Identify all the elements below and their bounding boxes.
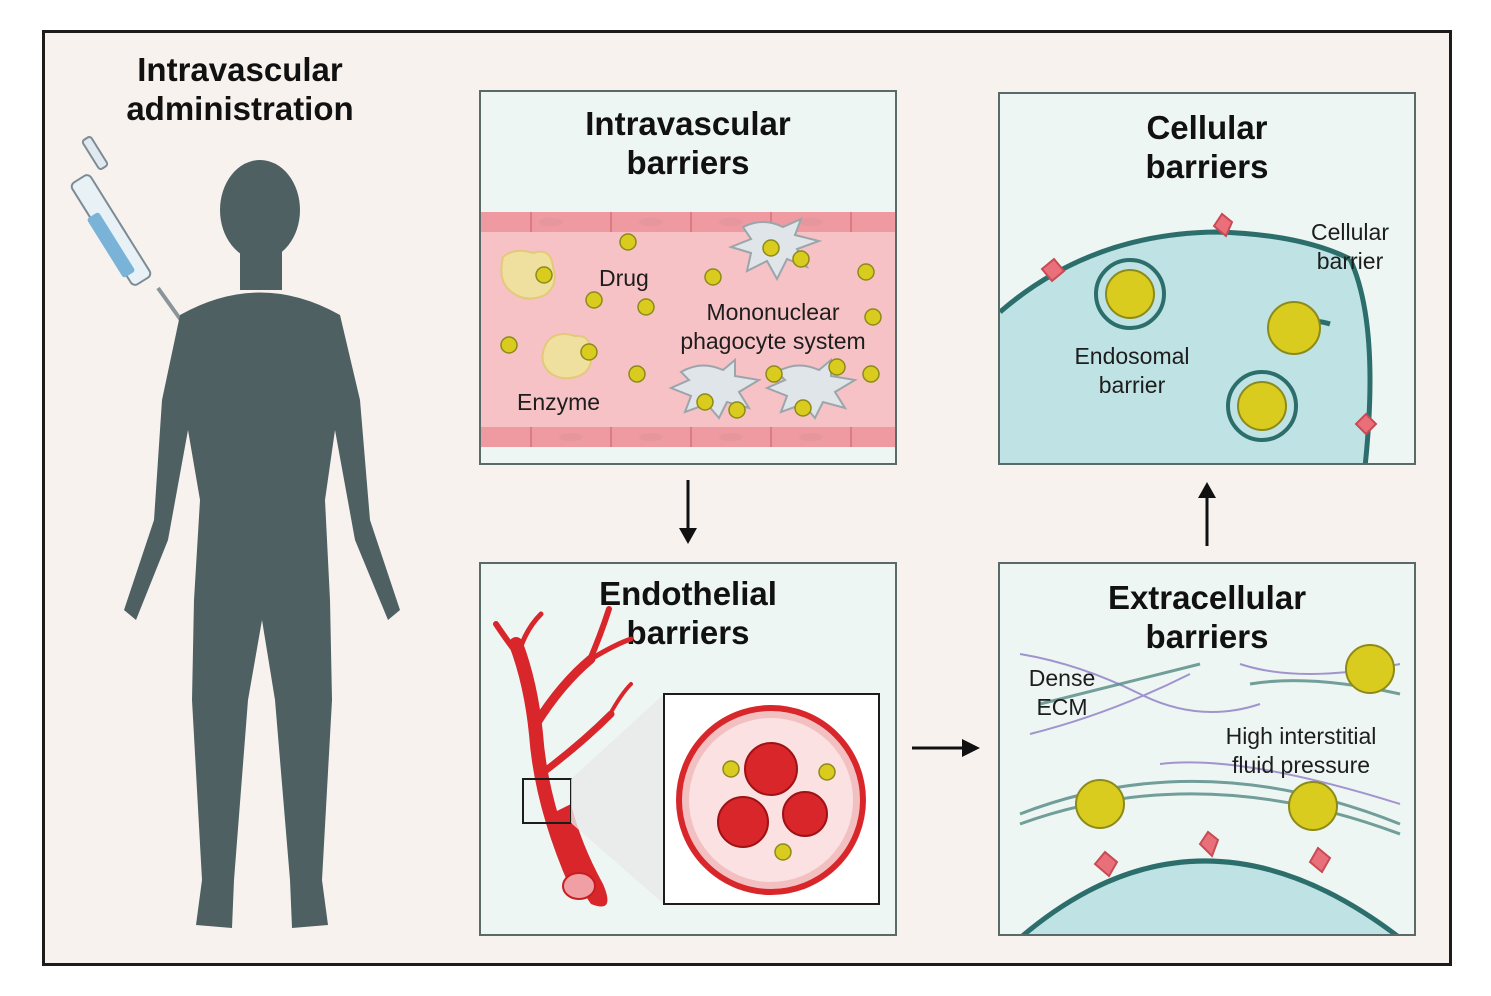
- panel-cellular-barriers: Cellular barriers Cellular barrier Endos…: [998, 92, 1416, 465]
- cell-membrane-illustration: [1000, 212, 1378, 463]
- mononuclear-phagocyte-label: Mononuclear phagocyte system: [680, 299, 866, 354]
- capillary-illustration: [493, 606, 880, 907]
- administration-title: Intravascular administration: [126, 51, 354, 127]
- human-body-shape: [124, 160, 400, 928]
- arrow-up-icon: [1198, 482, 1216, 546]
- panel-extracellular-barriers: Extracellular barriers Dense ECM High in…: [998, 562, 1416, 936]
- drug-label: Drug: [599, 265, 649, 291]
- extracellular-matrix-illustration: [1019, 644, 1401, 934]
- arrow-down-icon: [679, 480, 697, 544]
- panel-extracellular-title: Extracellular barriers: [1107, 579, 1307, 655]
- arrow-right-icon: [912, 739, 980, 757]
- syringe-icon: [70, 136, 190, 332]
- panel-intravascular-barriers: Intravascular barriers: [479, 90, 897, 465]
- interstitial-pressure-label: High interstitial fluid pressure: [1225, 723, 1377, 778]
- endosomal-barrier-label: Endosomal barrier: [1074, 343, 1190, 398]
- enzyme-label: Enzyme: [517, 389, 601, 415]
- blood-vessel-illustration: [481, 212, 895, 447]
- panel-intravascular-title: Intravascular barriers: [585, 105, 791, 181]
- panel-endothelial-barriers: Endothelial barriers: [479, 562, 897, 936]
- panel-cellular-title: Cellular barriers: [1145, 109, 1269, 185]
- cellular-barrier-label: Cellular barrier: [1311, 219, 1389, 274]
- dense-ecm-label: Dense ECM: [1028, 665, 1096, 720]
- human-silhouette-illustration: [70, 136, 400, 928]
- panel-endothelial-title: Endothelial barriers: [599, 575, 777, 651]
